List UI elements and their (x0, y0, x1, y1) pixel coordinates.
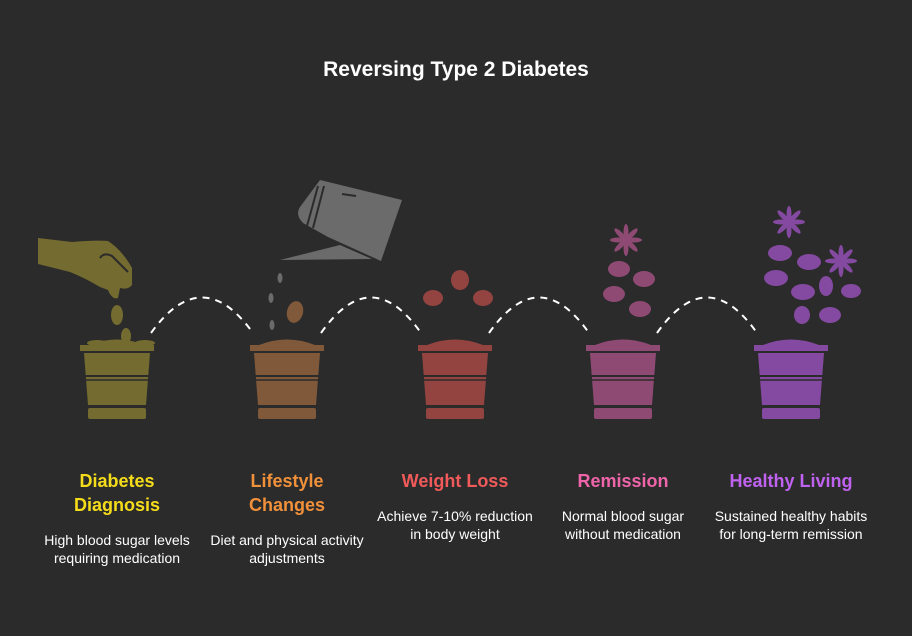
flower-icon (825, 245, 857, 277)
stage-title-line: Healthy Living (729, 471, 853, 491)
stage-title-line: Remission (577, 471, 669, 491)
pot (80, 339, 154, 419)
blooming-plant-icon (764, 206, 861, 324)
flower-icon (773, 206, 805, 238)
dashed-connector-arc (320, 296, 422, 334)
stage-description: Sustained healthy habits for long-term r… (714, 508, 868, 542)
pot (250, 339, 324, 419)
stage-title-line: Lifestyle (250, 471, 324, 491)
stage-title-line: Diagnosis (73, 495, 161, 515)
stage-title-line: Weight Loss (401, 471, 509, 491)
stage-title-line: Diabetes (79, 471, 155, 491)
stage-description: Diet and physical activity adjustments (210, 532, 364, 566)
flower-icon (610, 224, 642, 256)
dashed-connector-arc (656, 296, 758, 334)
watering-can-icon (268, 180, 402, 330)
leaves-icon (423, 270, 493, 306)
page-title: Reversing Type 2 Diabetes (323, 58, 589, 81)
pot (418, 339, 492, 419)
stage-title: Healthy Living (711, 469, 871, 493)
flower-leaves-icon (603, 224, 655, 317)
dashed-connector-arc (150, 296, 254, 334)
pot (586, 339, 660, 419)
stage-description: High blood sugar levels requiring medica… (44, 532, 190, 566)
stage-description: Normal blood sugar without medication (561, 508, 685, 542)
pot (754, 339, 828, 419)
hand-planting-seeds-icon (38, 238, 155, 346)
dashed-connector-arc (488, 296, 590, 334)
stage-title: Weight Loss (375, 469, 535, 493)
stage-title-line: Changes (248, 495, 326, 515)
stage-title: Remission (543, 469, 703, 493)
stage-description: Achieve 7-10% reduction in body weight (377, 508, 533, 542)
